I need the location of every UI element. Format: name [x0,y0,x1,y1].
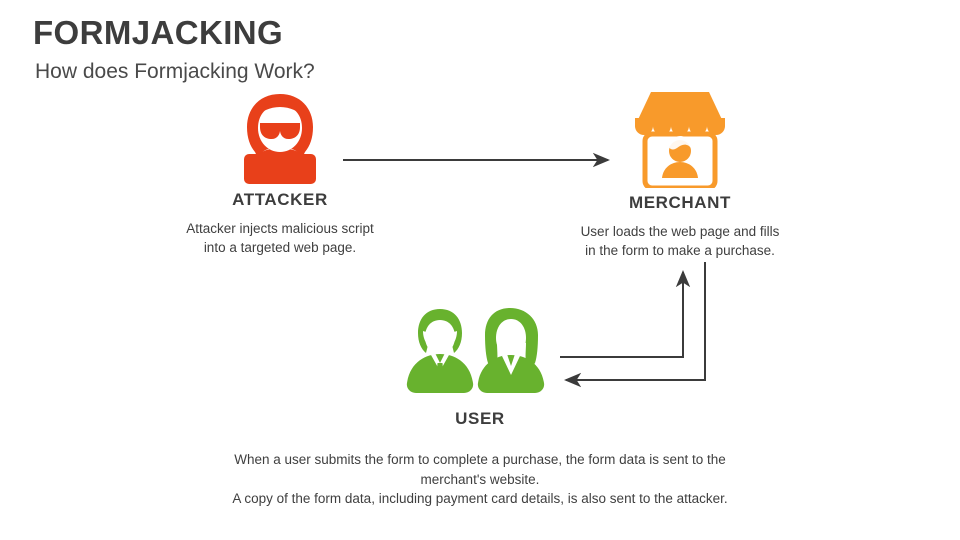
node-description-merchant: User loads the web page and fills in the… [580,224,780,258]
node-attacker: ATTACKER Attacker injects malicious scri… [155,92,405,257]
page-title: FORMJACKING [33,14,284,51]
node-user: USER [355,305,605,429]
laptop-shape [244,154,316,184]
page-subtitle: How does Formjacking Work? [35,60,315,83]
hacker-icon [244,94,316,184]
sunglasses-shape [260,123,300,139]
user-male-figure [406,309,474,393]
shopkeeper-figure [662,136,698,178]
user-female-figure [477,308,545,393]
node-label-user: USER [455,409,505,428]
node-description-attacker: Attacker injects malicious script into a… [186,221,374,255]
node-label-merchant: MERCHANT [628,193,732,212]
two-users-icon [406,308,545,393]
storefront-icon [635,92,725,188]
node-description-user: When a user submits the form to complete… [232,452,728,507]
node-label-attacker: ATTACKER [232,190,328,209]
node-merchant: MERCHANT User loads the web page and fil… [555,88,805,260]
awning-shape [635,92,725,135]
